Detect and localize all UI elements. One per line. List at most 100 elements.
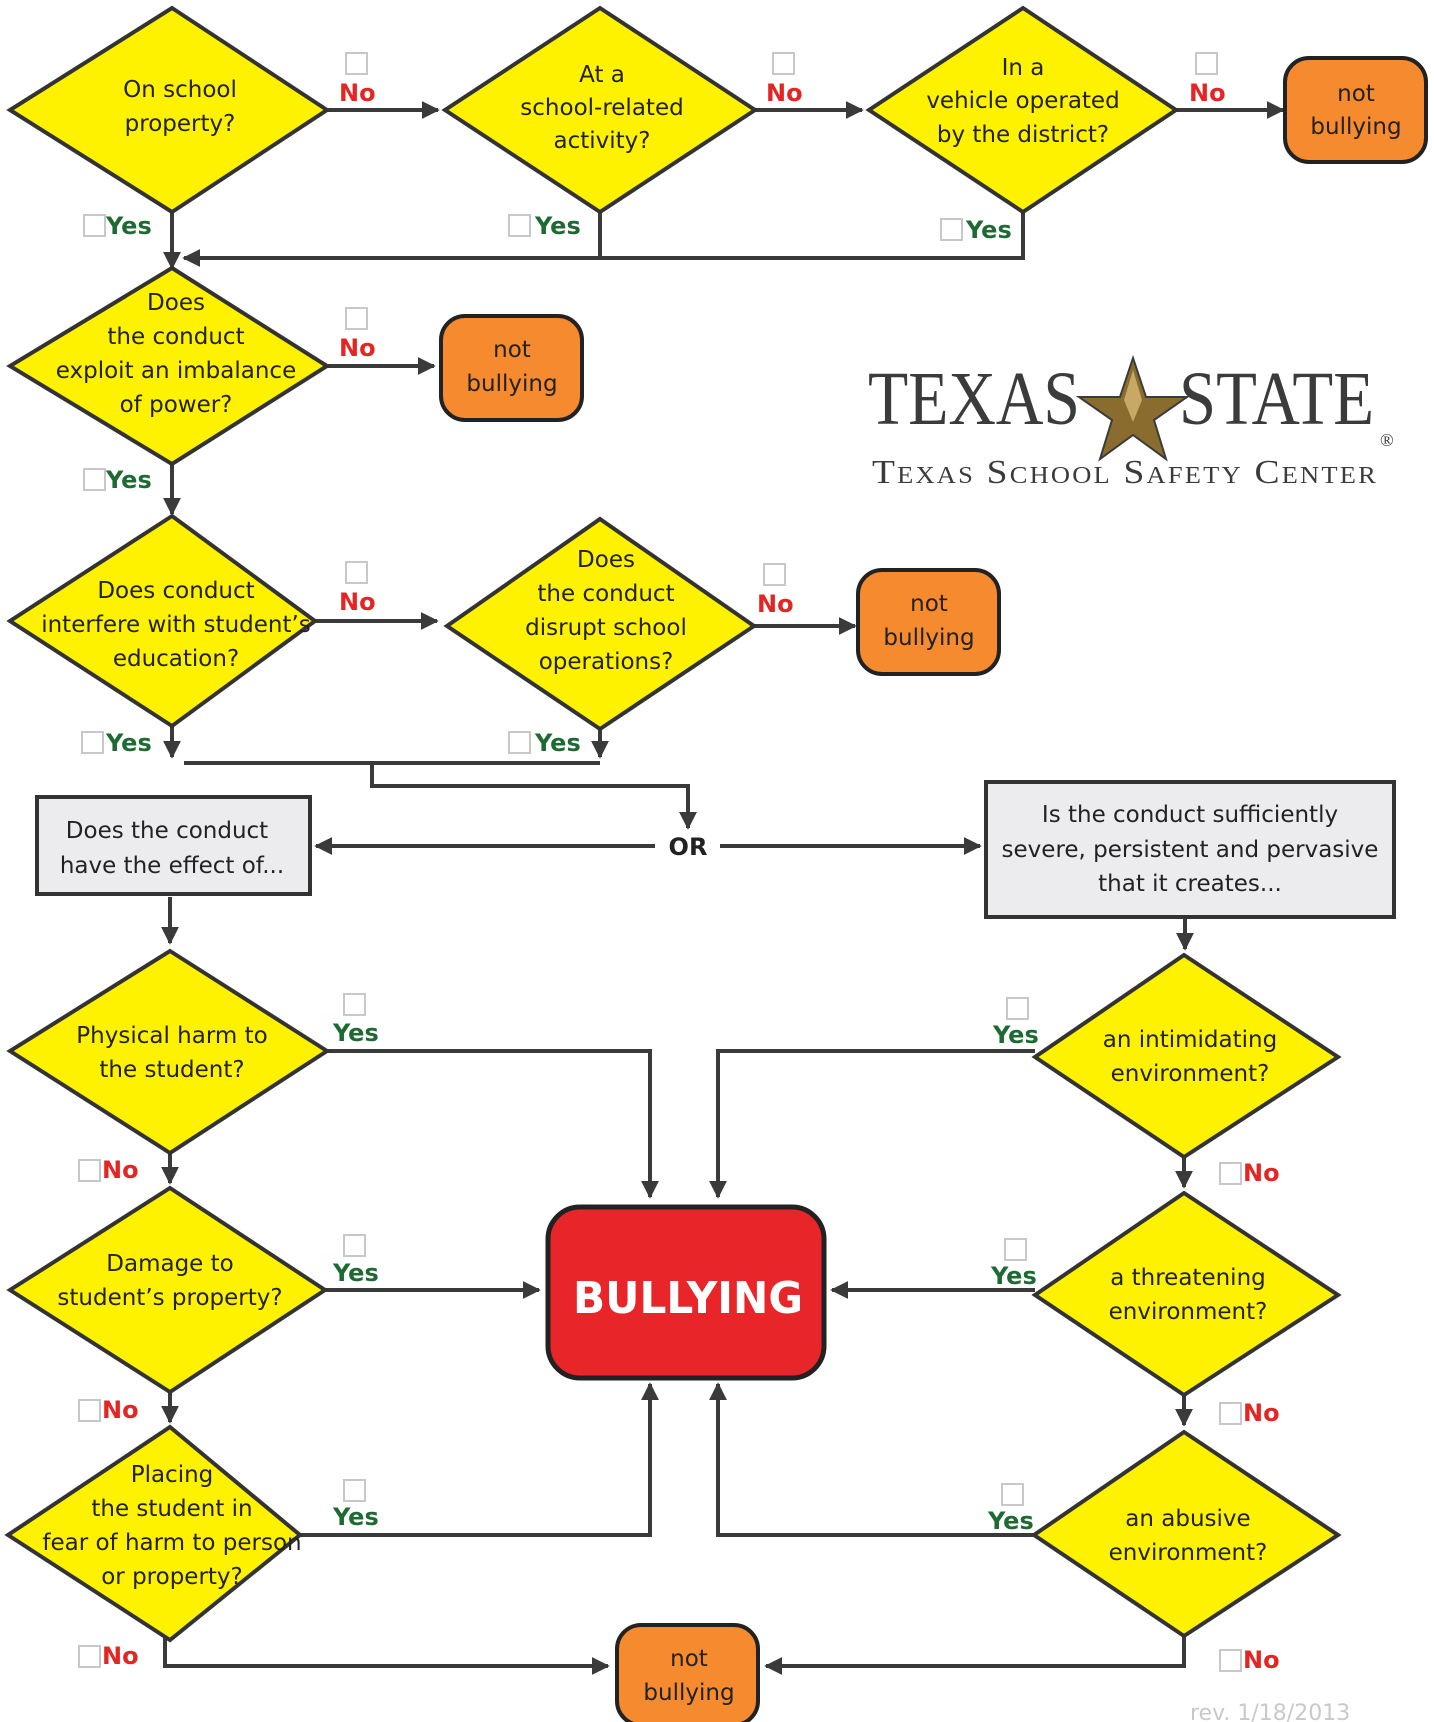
svg-text:Does the conduct: Does the conduct <box>66 818 268 844</box>
q3-diamond <box>865 5 1180 215</box>
q5-text: Does conduct interfere with student’s ed… <box>41 578 311 672</box>
svg-text:In a: In a <box>1002 55 1045 81</box>
checkbox[interactable] <box>78 1399 101 1422</box>
checkbox[interactable] <box>1195 52 1218 75</box>
svg-text:bullying: bullying <box>1310 114 1401 140</box>
svg-text:Physical harm to: Physical harm to <box>76 1023 267 1049</box>
yes-label: Yes <box>534 212 581 240</box>
q2-diamond <box>441 5 759 215</box>
svg-text:At a: At a <box>579 62 625 88</box>
yes-label: Yes <box>990 1262 1037 1290</box>
q6-diamond <box>443 516 758 732</box>
yes-label: Yes <box>992 1021 1039 1049</box>
svg-text:the student?: the student? <box>99 1057 244 1083</box>
checkbox[interactable] <box>345 561 368 584</box>
checkbox[interactable] <box>78 1645 101 1668</box>
yes-label: Yes <box>965 216 1012 244</box>
svg-text:student’s property?: student’s property? <box>57 1285 282 1311</box>
checkbox[interactable] <box>1219 1649 1242 1672</box>
checkbox[interactable] <box>78 1159 101 1182</box>
yes-label: Yes <box>332 1503 379 1531</box>
not-bullying-box <box>615 1623 760 1722</box>
q3-text: In a vehicle operated by the district? <box>926 55 1119 148</box>
no-label: No <box>339 79 376 107</box>
checkbox[interactable] <box>508 731 531 754</box>
not-bullying-text: not bullying <box>1310 81 1401 140</box>
checkbox[interactable] <box>343 1234 366 1257</box>
checkbox[interactable] <box>1219 1402 1242 1425</box>
svg-text:operations?: operations? <box>539 649 674 675</box>
checkbox[interactable] <box>81 731 104 754</box>
checkbox[interactable] <box>1004 1238 1027 1261</box>
severe-box <box>984 780 1396 919</box>
logo-text-left: TEXAS <box>868 357 1080 441</box>
q5-diamond <box>6 513 319 729</box>
svg-text:an intimidating: an intimidating <box>1103 1027 1277 1053</box>
or-label: OR <box>669 833 708 861</box>
svg-text:by the district?: by the district? <box>937 122 1109 148</box>
checkbox[interactable] <box>1006 997 1029 1020</box>
svg-text:education?: education? <box>113 646 239 672</box>
checkbox[interactable] <box>83 214 106 237</box>
q11-diamond <box>1031 1190 1342 1398</box>
not-bullying-box <box>439 314 584 422</box>
svg-text:have the effect of...: have the effect of... <box>60 853 284 879</box>
q7-diamond <box>6 948 331 1156</box>
q11-text: a threatening environment? <box>1109 1265 1268 1325</box>
checkbox[interactable] <box>508 214 531 237</box>
checkbox[interactable] <box>1001 1483 1024 1506</box>
not-bullying-text: not bullying <box>643 1646 734 1706</box>
checkbox[interactable] <box>343 1479 366 1502</box>
q9-text: Placing the student in fear of harm to p… <box>42 1462 301 1590</box>
checkbox[interactable] <box>772 52 795 75</box>
q9-diamond <box>4 1424 304 1643</box>
yes-label: Yes <box>987 1507 1034 1535</box>
checkbox[interactable] <box>1219 1162 1242 1185</box>
svg-text:Does: Does <box>147 290 205 316</box>
yes-label: Yes <box>105 466 152 494</box>
checkbox[interactable] <box>940 218 963 241</box>
star-icon <box>1075 354 1191 462</box>
checkbox[interactable] <box>83 468 106 491</box>
not-bullying-text: not bullying <box>883 591 974 651</box>
q10-text: an intimidating environment? <box>1103 1027 1277 1087</box>
svg-text:fear of harm to person: fear of harm to person <box>42 1530 301 1556</box>
checkbox[interactable] <box>343 993 366 1016</box>
svg-text:vehicle operated: vehicle operated <box>926 88 1119 114</box>
svg-text:bullying: bullying <box>466 371 557 397</box>
checkbox[interactable] <box>345 52 368 75</box>
svg-text:activity?: activity? <box>554 128 651 154</box>
svg-text:a threatening: a threatening <box>1110 1265 1266 1291</box>
yes-label: Yes <box>105 729 152 757</box>
svg-text:Placing: Placing <box>131 1462 214 1488</box>
bullying-box <box>545 1204 827 1381</box>
q12-diamond <box>1030 1429 1342 1639</box>
svg-text:of power?: of power? <box>120 392 233 418</box>
no-label: No <box>102 1156 139 1184</box>
registered-mark: ® <box>1380 430 1394 450</box>
no-label: No <box>339 334 376 362</box>
svg-text:not: not <box>1337 81 1375 107</box>
no-label: No <box>757 590 794 618</box>
checkbox[interactable] <box>763 563 786 586</box>
revision-date: rev. 1/18/2013 <box>1190 1701 1350 1722</box>
checkboxes <box>78 52 1242 1672</box>
q7-text: Physical harm to the student? <box>76 1023 267 1083</box>
svg-text:the conduct: the conduct <box>537 581 674 607</box>
severe-box-text: Is the conduct sufficiently severe, pers… <box>1002 802 1379 897</box>
not-bullying-text: not bullying <box>466 337 557 397</box>
q12-text: an abusive environment? <box>1109 1506 1268 1566</box>
svg-text:disrupt school: disrupt school <box>525 615 687 641</box>
svg-text:that it creates...: that it creates... <box>1098 871 1282 897</box>
svg-text:bullying: bullying <box>643 1680 734 1706</box>
svg-text:or property?: or property? <box>101 1564 243 1590</box>
checkbox[interactable] <box>345 307 368 330</box>
svg-text:Does: Does <box>577 547 635 573</box>
q2-text: At a school-related activity? <box>520 62 683 154</box>
no-label: No <box>1243 1159 1280 1187</box>
no-label: No <box>1243 1646 1280 1674</box>
not-bullying-box <box>1283 56 1428 164</box>
logo-subtitle: Texas School Safety Center <box>872 454 1378 491</box>
q8-text: Damage to student’s property? <box>57 1251 282 1311</box>
